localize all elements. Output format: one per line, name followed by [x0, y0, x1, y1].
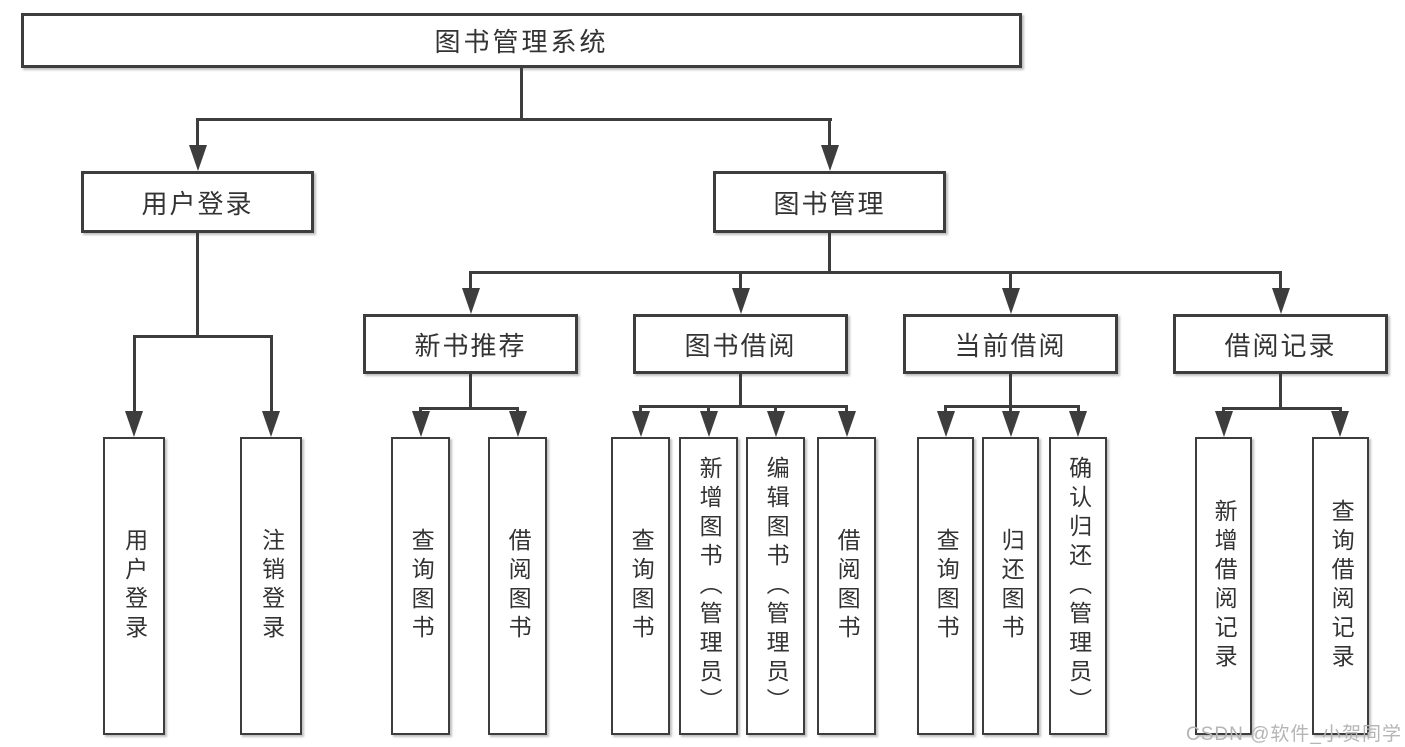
- leaf-logout: 注销登录: [240, 437, 302, 735]
- leaf-cb-return-books: 归还图书: [982, 437, 1039, 735]
- arrow-down-icon: [1272, 288, 1290, 314]
- node-book-mgmt: 图书管理: [713, 171, 946, 233]
- arrow-down-icon: [509, 411, 527, 437]
- connector-drop-leaf-user-login: [133, 335, 136, 414]
- connector-book-mgmt-stem: [828, 233, 831, 274]
- arrow-down-icon: [189, 145, 207, 171]
- arrow-down-icon: [632, 411, 650, 437]
- connector-drop-cb-confirm: [1077, 405, 1080, 415]
- connector-drop-book-mgmt: [828, 118, 831, 147]
- connector-book-mgmt-bar: [469, 271, 1282, 274]
- connector-book-borrow-bar: [639, 405, 848, 408]
- connector-new-books-stem: [469, 374, 472, 410]
- arrow-down-icon: [412, 411, 430, 437]
- connector-drop-bb-edit: [774, 405, 777, 415]
- arrow-down-icon: [125, 411, 143, 437]
- leaf-nb-search-books: 查询图书: [391, 437, 450, 735]
- arrow-down-icon: [462, 288, 480, 314]
- arrow-down-icon: [838, 411, 856, 437]
- leaf-bb-borrow-books: 借阅图书: [817, 437, 876, 735]
- leaf-nb-borrow-books: 借阅图书: [488, 437, 547, 735]
- connector-drop-cb-search: [944, 405, 947, 415]
- connector-drop-user-login: [196, 118, 199, 147]
- leaf-cb-confirm-return-admin: 确认归还（管理员）: [1049, 437, 1107, 735]
- connector-drop-borrow-records: [1279, 271, 1282, 290]
- connector-drop-new-books: [469, 271, 472, 290]
- leaf-bb-edit-books-admin: 编辑图书（管理员）: [746, 437, 805, 735]
- connector-drop-cb-return: [1009, 405, 1012, 415]
- node-root: 图书管理系统: [21, 13, 1022, 68]
- arrow-down-icon: [700, 411, 718, 437]
- leaf-user-login: 用户登录: [103, 437, 165, 735]
- connector-drop-bb-add: [707, 405, 710, 415]
- connector-drop-book-borrow: [739, 271, 742, 290]
- arrow-down-icon: [1002, 288, 1020, 314]
- connector-new-books-bar: [419, 407, 519, 410]
- arrow-down-icon: [1331, 411, 1349, 437]
- connector-book-borrow-stem: [739, 374, 742, 408]
- arrow-down-icon: [1215, 411, 1233, 437]
- connector-root-stem: [520, 68, 523, 121]
- connector-current-borrow-stem: [1009, 374, 1012, 408]
- node-user-login: 用户登录: [81, 171, 314, 233]
- arrow-down-icon: [1002, 411, 1020, 437]
- node-new-books: 新书推荐: [363, 314, 578, 374]
- connector-drop-current-borrow: [1009, 271, 1012, 290]
- connector-drop-bb-search: [639, 405, 642, 415]
- node-current-borrow: 当前借阅: [903, 314, 1118, 374]
- leaf-cb-search-books: 查询图书: [917, 437, 974, 735]
- arrow-down-icon: [732, 288, 750, 314]
- leaf-bb-add-books-admin: 新增图书（管理员）: [679, 437, 738, 735]
- node-borrow-records: 借阅记录: [1173, 314, 1388, 374]
- leaf-br-search-record: 查询借阅记录: [1312, 437, 1369, 735]
- arrow-down-icon: [767, 411, 785, 437]
- connector-current-borrow-bar: [944, 405, 1080, 408]
- connector-root-bar: [196, 118, 832, 121]
- connector-user-login-bar: [133, 335, 273, 338]
- arrow-down-icon: [821, 145, 839, 171]
- connector-drop-leaf-logout: [270, 335, 273, 414]
- leaf-bb-search-books: 查询图书: [611, 437, 670, 735]
- connector-borrow-records-stem: [1279, 374, 1282, 410]
- connector-drop-bb-borrow: [845, 405, 848, 415]
- connector-borrow-records-bar: [1222, 407, 1342, 410]
- arrow-down-icon: [1069, 411, 1087, 437]
- connector-user-login-stem: [196, 233, 199, 338]
- arrow-down-icon: [937, 411, 955, 437]
- node-book-borrow: 图书借阅: [633, 314, 848, 374]
- leaf-br-add-record: 新增借阅记录: [1195, 437, 1252, 735]
- arrow-down-icon: [262, 411, 280, 437]
